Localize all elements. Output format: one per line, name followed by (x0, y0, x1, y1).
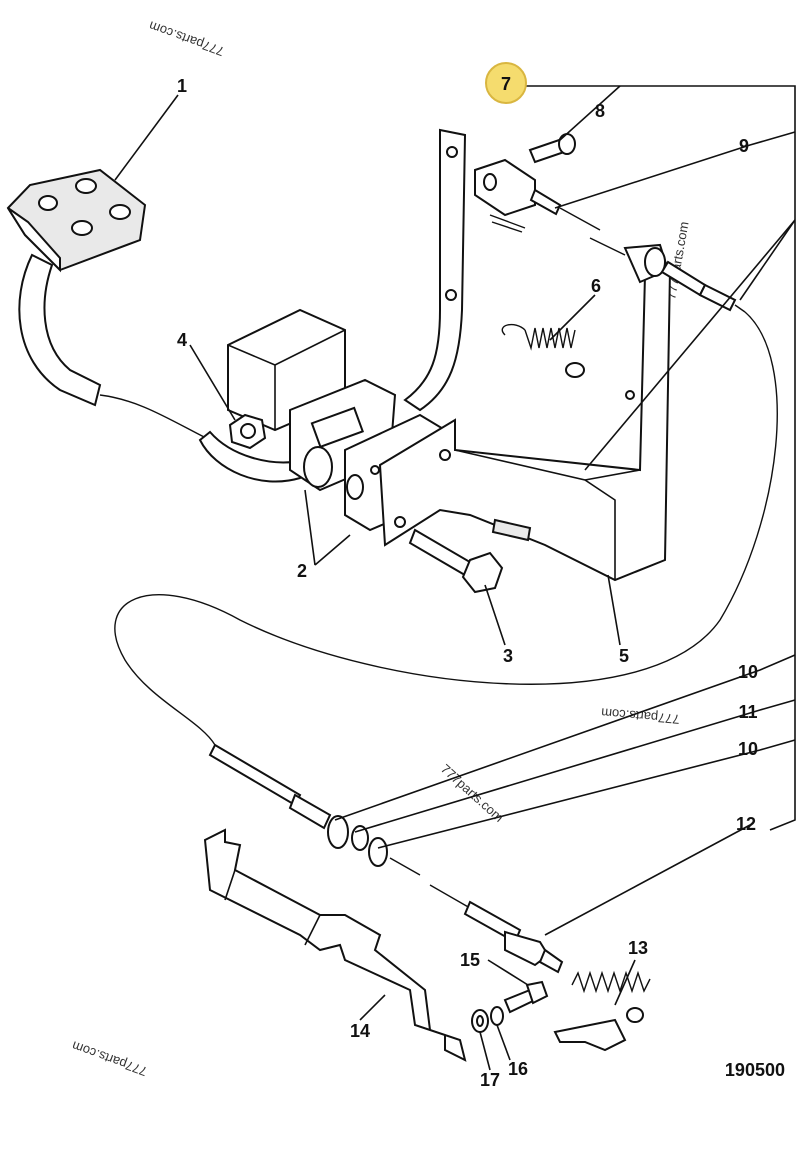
callout-5[interactable]: 5 (619, 646, 629, 666)
lower-cable-fitting (208, 743, 564, 974)
watermark-middle: 777parts.com (600, 705, 680, 727)
callout-12[interactable]: 12 (736, 814, 756, 834)
callout-17[interactable]: 17 (480, 1070, 500, 1090)
bracket-part-5[interactable] (378, 268, 672, 582)
spring-part-6[interactable] (501, 323, 585, 378)
callout-10-upper[interactable]: 10 (738, 662, 758, 682)
watermark-diagonal: 777parts.com (438, 761, 507, 825)
leader-lines (114, 85, 796, 1071)
callout-4[interactable]: 4 (177, 330, 187, 350)
callout-2[interactable]: 2 (297, 561, 307, 581)
watermark-top: 777parts.com (147, 18, 226, 59)
callout-8[interactable]: 8 (595, 101, 605, 121)
bolt-part-3[interactable] (408, 528, 504, 594)
control-cable (114, 311, 778, 746)
highlighted-callout[interactable]: 7 (485, 62, 527, 104)
upper-cable-fitting (559, 207, 746, 313)
callout-7: 7 (501, 74, 511, 94)
callout-11[interactable]: 11 (738, 702, 757, 722)
callout-10-lower[interactable]: 10 (738, 739, 758, 759)
bracket-part-14[interactable] (203, 828, 467, 1062)
callout-15[interactable]: 15 (460, 950, 480, 970)
diagram-code: 190500 (725, 1060, 785, 1080)
bolt-part-15[interactable] (503, 980, 549, 1014)
callout-14[interactable]: 14 (350, 1021, 370, 1041)
callout-9[interactable]: 9 (739, 136, 749, 156)
clevis-pin-part-8[interactable] (528, 133, 576, 164)
washer-part-16[interactable] (490, 1006, 504, 1026)
pedal-part-1[interactable] (6, 168, 147, 407)
callout-1[interactable]: 1 (177, 76, 187, 96)
callout-6[interactable]: 6 (591, 276, 601, 296)
callout-13[interactable]: 13 (628, 938, 648, 958)
clevis-part-9[interactable] (474, 158, 562, 233)
spring-lever-part-13[interactable] (553, 970, 651, 1052)
vertical-strap (403, 128, 467, 412)
callout-3[interactable]: 3 (503, 646, 513, 666)
watermark-bottom: 777parts.com (70, 1038, 149, 1079)
nut-part-4[interactable] (228, 413, 267, 450)
callout-16[interactable]: 16 (508, 1059, 528, 1079)
washer-part-17[interactable] (471, 1009, 489, 1033)
